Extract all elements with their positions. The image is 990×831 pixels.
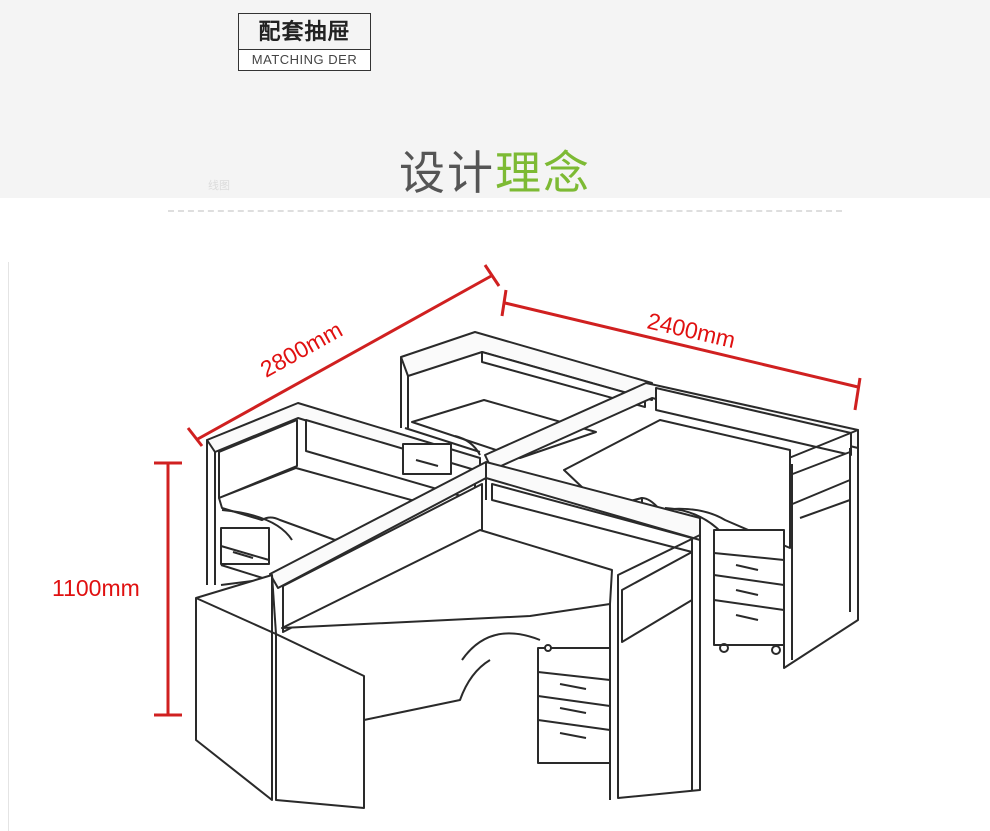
- badge-title: 配套抽屉: [258, 19, 351, 44]
- width-dimension-line: [504, 301, 859, 389]
- matching-drawer-badge: 配套抽屉 MATCHING DER: [238, 13, 371, 71]
- badge-subtitle: MATCHING DER: [251, 52, 358, 67]
- header-band: [0, 0, 990, 198]
- width-tick-left: [500, 289, 508, 317]
- left-border-line: [8, 262, 9, 831]
- dashed-divider: [168, 210, 842, 212]
- depth-tick-right: [483, 264, 501, 287]
- width-tick-right: [853, 377, 862, 411]
- front-station: [195, 461, 701, 809]
- depth-dimension-label: 2800mm: [256, 316, 347, 382]
- depth-dimension-line: [195, 273, 494, 442]
- dimension-lines: [154, 264, 862, 717]
- badge-subtitle-bar: MATCHING DER: [239, 49, 370, 70]
- depth-tick-left: [186, 427, 204, 447]
- height-dimension-label: 1100mm: [52, 575, 140, 601]
- section-title-part2: 理念: [495, 147, 591, 199]
- section-title: 设计理念: [0, 145, 990, 201]
- right-station: [484, 382, 859, 669]
- faint-watermark-text: 线图: [208, 180, 230, 192]
- section-title-part1: 设计: [399, 147, 495, 199]
